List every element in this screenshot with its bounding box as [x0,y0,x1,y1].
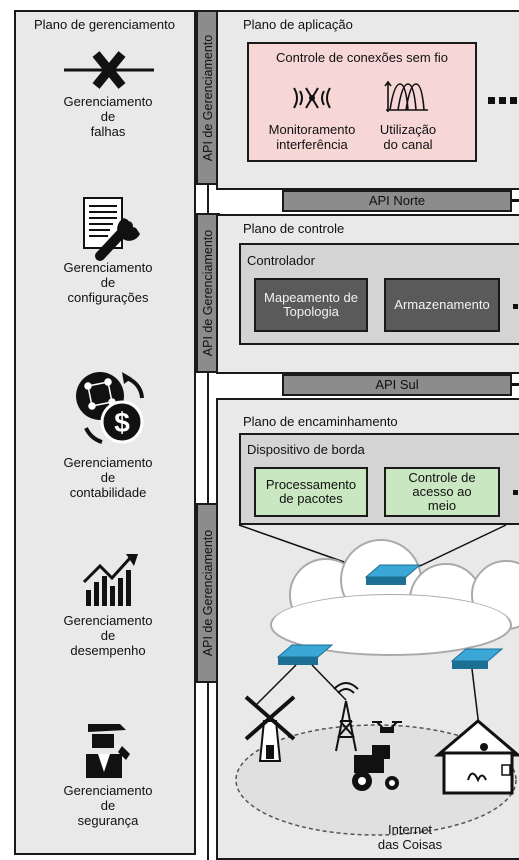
mgmt-fault-label: Gerenciamento de falhas [63,94,153,139]
edge-more-dot [513,490,518,495]
iot-label: Internet das Coisas [377,822,443,852]
south-api-bar: API Sul [282,374,512,396]
windmill-icon [244,695,296,762]
management-plane-title: Plano de gerenciamento [34,17,175,32]
mgmt-performance-label: Gerenciamento de desempenho [63,613,153,658]
svg-text:$: $ [114,407,130,438]
network-dollar-icon: $ [76,372,144,444]
vertical-separator-line [207,10,209,860]
channel-utilization-label: Utilização do canal [379,122,437,152]
north-api-link [512,199,519,202]
network-switch-icon-right [450,648,504,669]
north-api-bar: API Norte [282,190,512,212]
storage-box: Armazenamento [384,278,500,332]
controller-more-dot [513,304,518,309]
mgmt-accounting-label: Gerenciamento de contabilidade [63,455,153,500]
interference-monitoring-label: Monitoramento interferência [268,122,356,152]
document-wrench-icon [83,197,140,261]
tractor-icon [352,745,399,791]
bar-chart-trend-icon [82,554,138,606]
application-plane-title: Plano de aplicação [243,17,353,32]
network-switch-icon-left [276,644,334,665]
interference-icon [293,87,331,109]
wireless-box-title: Controle de conexões sem fio [276,50,448,65]
network-switch-icon-top [364,564,422,585]
controller-title: Controlador [247,253,315,268]
control-plane-title: Plano de controle [243,221,345,236]
south-api-link [512,383,519,386]
more-apps-ellipsis [488,97,519,105]
mgmt-security-label: Gerenciamento de segurança [63,783,153,828]
radio-tower-icon [333,682,359,752]
channel-utilization-icon [384,80,428,112]
mgmt-config-label: Gerenciamento de configurações [63,260,153,305]
iot-network-scene [235,524,519,836]
forwarding-plane-title: Plano de encaminhamento [243,414,398,429]
edge-device-title: Dispositivo de borda [247,442,365,457]
wireless-connection-control-box [247,42,477,162]
fault-x-icon [64,51,154,89]
smart-house-icon [433,719,519,795]
security-guard-icon [86,724,130,778]
drone-icon [372,721,402,733]
